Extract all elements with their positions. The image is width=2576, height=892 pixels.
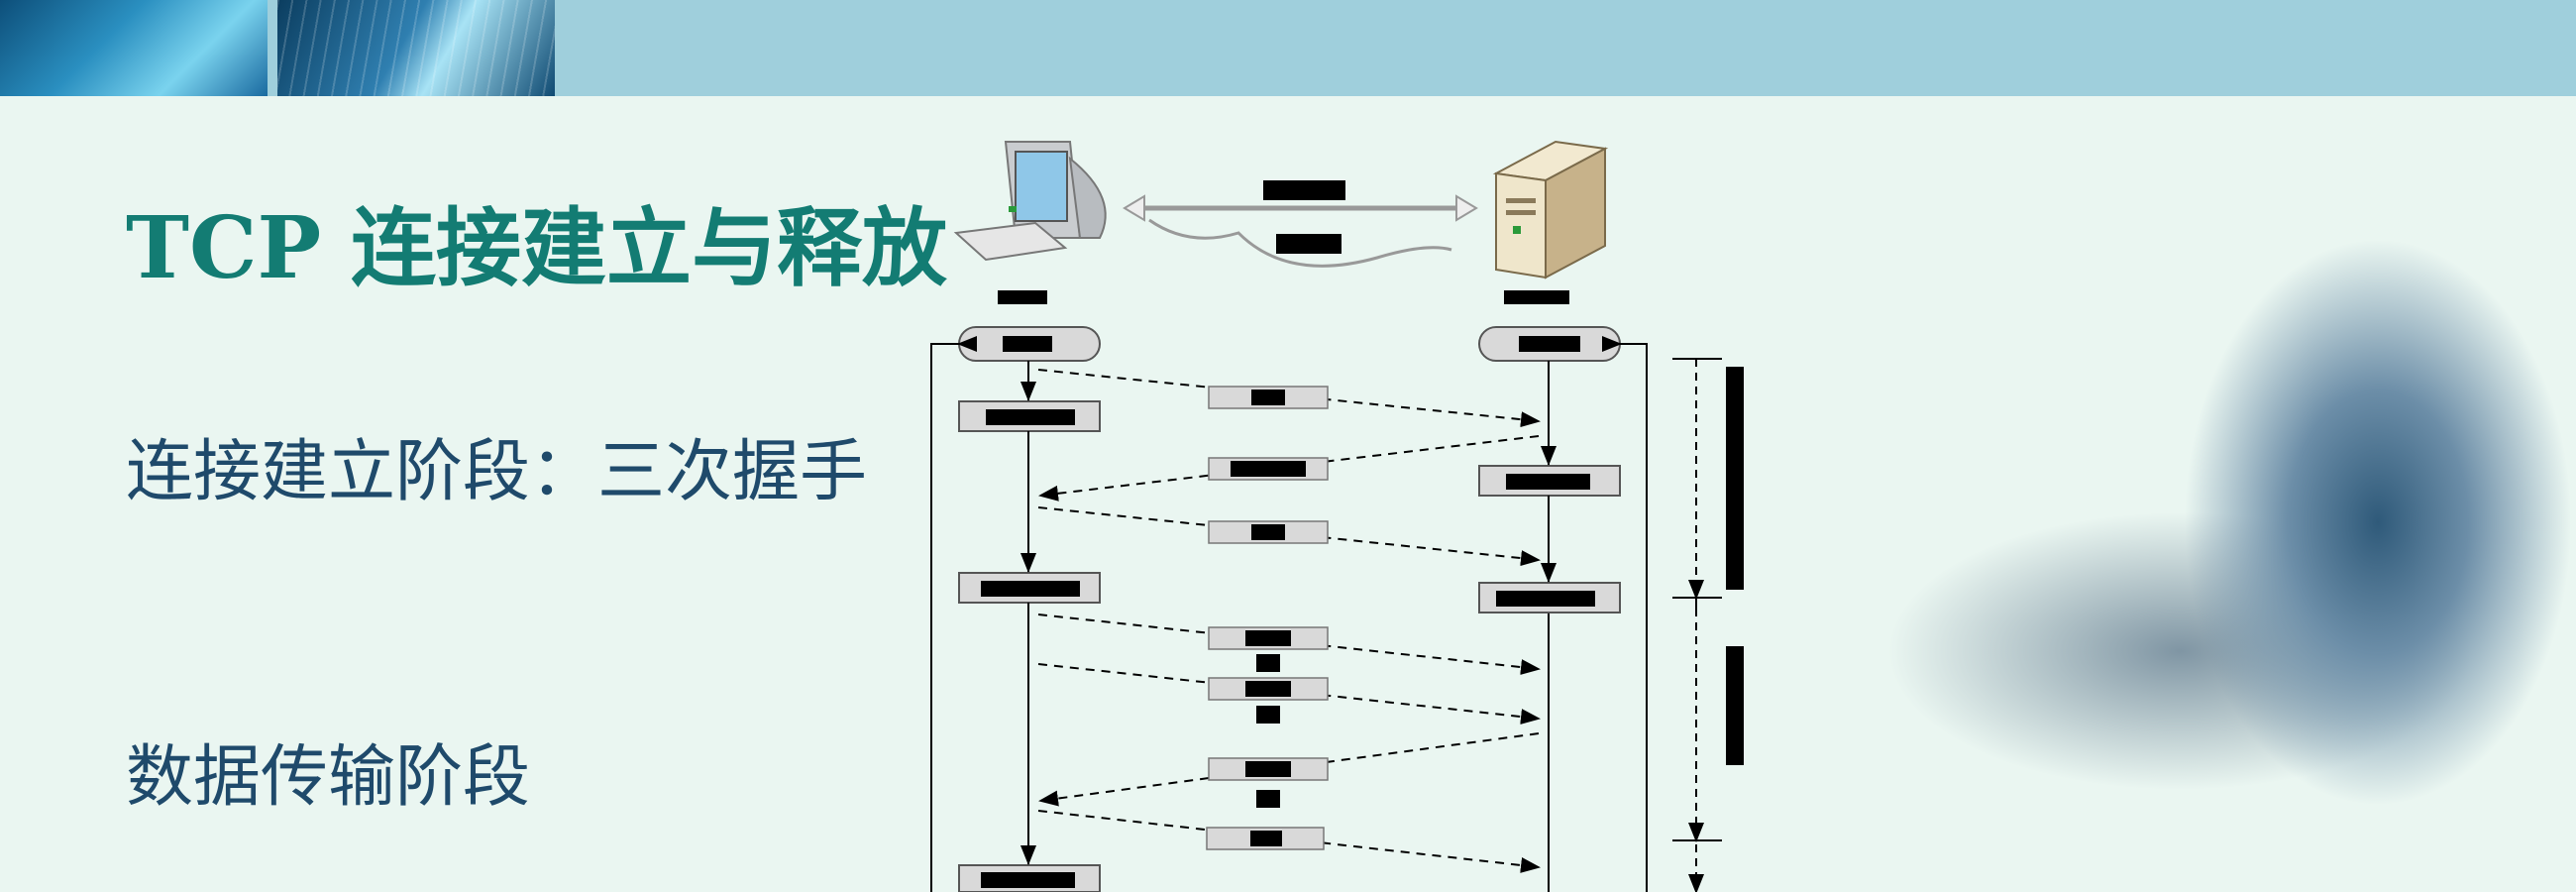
message-label — [1208, 677, 1329, 724]
network-link-arrow — [1123, 194, 1478, 268]
banner-network-image — [0, 0, 268, 96]
server-state-closed — [1478, 326, 1621, 362]
message-label — [1208, 757, 1329, 808]
client-state-closed — [958, 326, 1101, 362]
message-label — [1206, 827, 1325, 850]
message-label — [1208, 386, 1329, 409]
server-tower-icon — [1492, 140, 1609, 279]
phase-span-marker — [1672, 358, 1722, 892]
slide-title: TCP 连接建立与释放 — [126, 198, 948, 298]
banner-laptop-image — [277, 0, 555, 96]
client-state-box — [958, 864, 1101, 892]
server-state-box — [1478, 582, 1621, 613]
client-computer-icon — [953, 141, 1107, 262]
decorative-background-image — [1764, 96, 2576, 892]
message-label — [1208, 626, 1329, 672]
redacted-label — [1726, 367, 1744, 765]
server-state-box — [1478, 465, 1621, 497]
server-loop-bracket — [1602, 336, 1648, 892]
message-label — [1208, 457, 1329, 481]
client-loop-bracket — [930, 336, 977, 892]
phase-label-connection: 连接建立阶段：三次握手 — [126, 433, 868, 511]
message-label — [1208, 520, 1329, 544]
client-state-box — [958, 400, 1101, 432]
phase-label-transfer: 数据传输阶段 — [126, 738, 531, 817]
timeline-arrow — [1020, 361, 1556, 865]
top-banner — [0, 0, 2576, 96]
message-arrow — [1037, 369, 1541, 873]
redacted-label — [998, 180, 1569, 304]
client-state-box — [958, 572, 1101, 604]
